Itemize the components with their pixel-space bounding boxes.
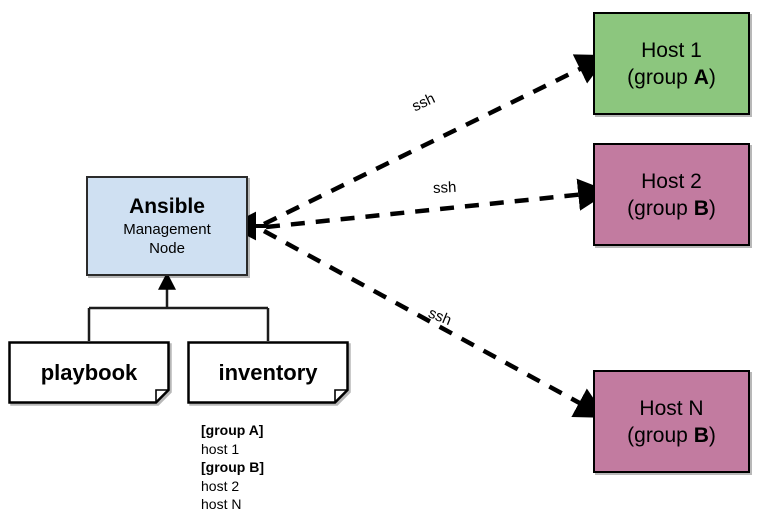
host-n-group: (group B) — [627, 422, 716, 449]
host-box-1[interactable]: Host 1 (group A) — [593, 12, 750, 115]
inventory-line-host-n: host N — [201, 496, 242, 512]
ssh-label-host-n: ssh — [425, 304, 454, 330]
host-1-group-suffix: ) — [708, 65, 716, 89]
inventory-line-group-a: [group A] — [201, 422, 264, 438]
playbook-document-shape — [8, 341, 170, 404]
host-2-group-prefix: (group — [627, 196, 694, 220]
management-node-subtitle-line1: Management — [123, 220, 211, 238]
management-node-title: Ansible — [129, 194, 205, 218]
host-1-name: Host 1 — [641, 38, 702, 62]
management-node-box[interactable]: Ansible Management Node — [86, 176, 248, 276]
playbook-document[interactable]: playbook — [8, 341, 170, 404]
ssh-link-host-1 — [263, 54, 609, 227]
host-2-group-suffix: ) — [708, 196, 716, 220]
host-1-group-prefix: (group — [627, 65, 694, 89]
host-1-group: (group A) — [627, 64, 716, 91]
ssh-label-host-1: ssh — [409, 89, 438, 116]
host-n-group-letter: B — [693, 423, 709, 447]
ssh-link-host-2 — [265, 178, 610, 230]
host-2-group: (group B) — [627, 195, 716, 222]
inventory-line-host-2: host 2 — [201, 477, 240, 494]
host-box-n[interactable]: Host N (group B) — [593, 370, 750, 473]
doc-to-node-connector — [87, 272, 270, 341]
inventory-line-group-b: [group B] — [201, 459, 264, 475]
host-n-group-suffix: ) — [708, 423, 716, 447]
inventory-line-host-1: host 1 — [201, 440, 240, 457]
host-2-name: Host 2 — [641, 169, 702, 193]
host-n-group-prefix: (group — [627, 423, 694, 447]
host-n-name: Host N — [639, 396, 704, 420]
ssh-label-host-2: ssh — [432, 178, 457, 197]
inventory-document[interactable]: inventory — [187, 341, 349, 404]
host-1-group-letter: A — [693, 65, 709, 89]
host-2-group-letter: B — [693, 196, 709, 220]
host-box-2[interactable]: Host 2 (group B) — [593, 143, 750, 246]
inventory-file-listing: [group A] host 1 [group B] host 2 host N — [201, 421, 264, 514]
management-node-subtitle-line2: Node — [149, 239, 185, 257]
inventory-document-shape — [187, 341, 349, 404]
